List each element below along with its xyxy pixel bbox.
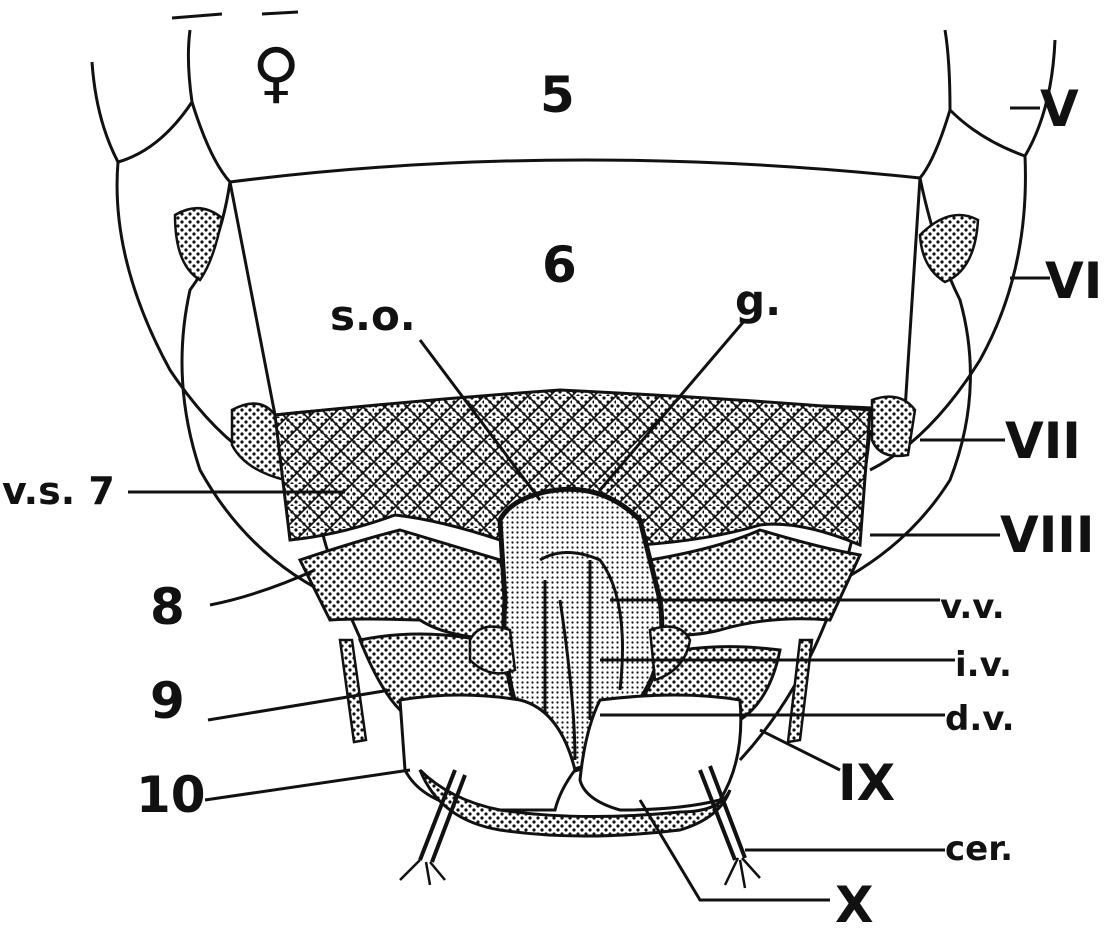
plate-8-right: [650, 530, 860, 635]
spiracle-lobe: [175, 208, 222, 280]
label-IX: IX: [838, 758, 895, 808]
plate-10-right: [580, 695, 741, 810]
label-VIII: VIII: [1000, 510, 1095, 560]
label-VI: VI: [1045, 256, 1102, 306]
lateral-strip: [340, 640, 366, 742]
spiracle-lobe: [872, 397, 915, 456]
segment-label-8: 8: [150, 582, 185, 632]
female-symbol: ♀: [252, 40, 300, 106]
spiracle-lobe: [920, 215, 978, 282]
label-g: g.: [735, 280, 781, 322]
label-so: s.o.: [330, 295, 416, 337]
label-dv: d.v.: [945, 702, 1015, 736]
label-VII: VII: [1005, 416, 1081, 466]
plate-8-left: [300, 530, 520, 640]
label-X: X: [835, 880, 874, 930]
segment-label-9: 9: [150, 676, 185, 726]
label-V: V: [1040, 84, 1079, 134]
segment-label-6: 6: [542, 240, 577, 290]
stray-mark: [172, 12, 298, 18]
segment-label-10: 10: [136, 770, 206, 820]
label-vv: v.v.: [940, 590, 1005, 624]
segment-label-5: 5: [540, 70, 575, 120]
label-iv: i.v.: [955, 648, 1012, 682]
label-vs7: v.s. 7: [2, 472, 115, 510]
label-cer: cer.: [945, 832, 1013, 866]
